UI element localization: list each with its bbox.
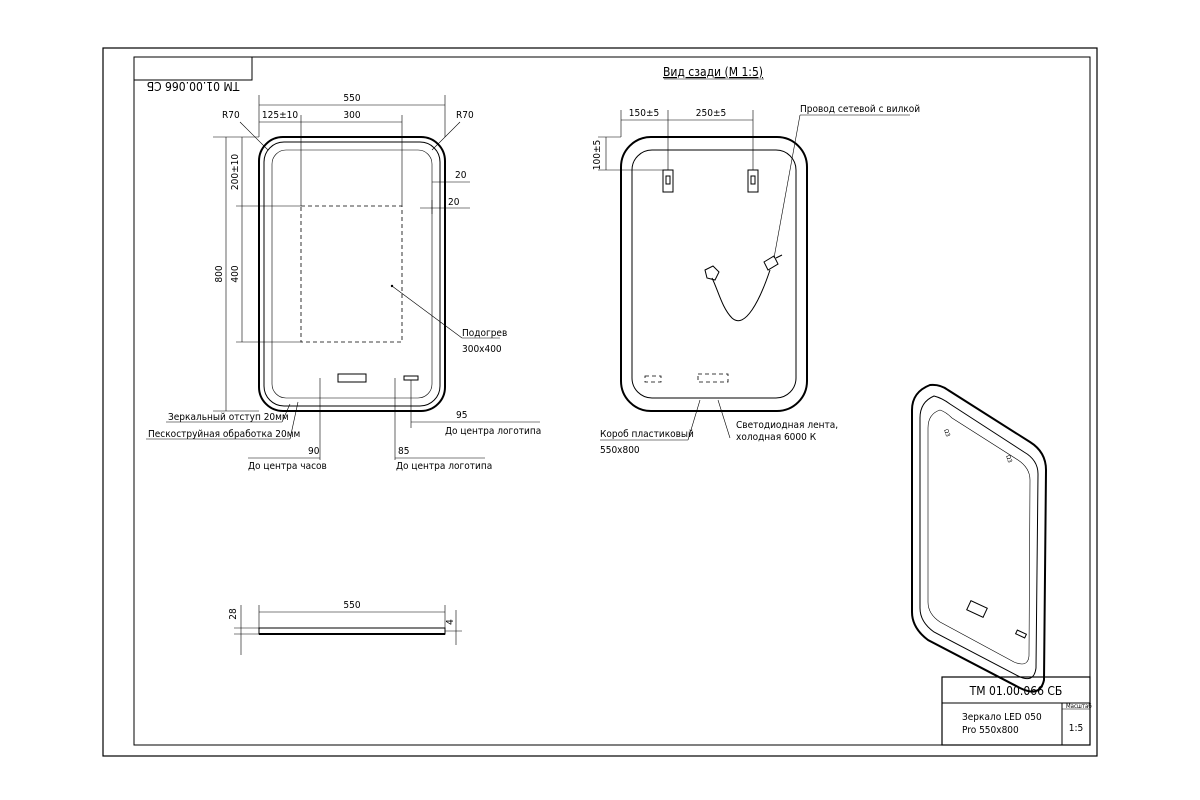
rear-dim-between: 250±5 <box>696 108 726 119</box>
rear-dim-left: 150±5 <box>629 108 659 119</box>
rear-view-title: Вид сзади (М 1:5) <box>663 65 763 79</box>
mirror-indent-line <box>271 149 433 399</box>
clock-display <box>337 373 367 383</box>
logo-right-label: До центра логотипа <box>445 426 541 437</box>
side-dim-glass: 4 <box>445 619 456 625</box>
box-label-2: 550х800 <box>600 445 640 456</box>
plug-icon <box>763 254 783 271</box>
title-block: ТМ 01.00.066 СБ Зеркало LED 050 Pro 550х… <box>941 676 1092 746</box>
logo-left-label: До центра логотипа <box>396 461 492 472</box>
dim-gap-top: 20 <box>455 170 467 181</box>
dim-clock: 90 <box>308 446 320 457</box>
front-view: 550 125±10 300 R70 R70 800 200±10 400 20… <box>146 93 541 472</box>
dim-logo-left: 85 <box>398 446 409 457</box>
svg-text:Ω3: Ω3 <box>1004 454 1013 464</box>
hanger-right <box>747 169 759 193</box>
led-label-1: Светодиодная лента, <box>736 420 838 431</box>
rear-box-inner <box>631 149 797 399</box>
side-view: 550 28 4 <box>228 600 462 655</box>
box-label-1: Короб пластиковый <box>600 428 694 440</box>
isometric-view: Ω3 Ω3 <box>911 383 1048 693</box>
clock-label: До центра часов <box>248 461 327 472</box>
power-cable <box>711 269 771 321</box>
radius-left: R70 <box>222 110 240 121</box>
dim-height: 800 <box>214 265 225 282</box>
sandblast-label: Пескоструйная обработка 20мм <box>148 428 300 440</box>
product-line-2: Pro 550х800 <box>962 725 1019 736</box>
hanger-left <box>662 169 674 193</box>
logo-mark <box>403 375 419 381</box>
cable-label: Провод сетевой с вилкой <box>800 104 920 115</box>
inner-frame <box>133 56 1091 746</box>
rear-view: Вид сзади (М 1:5) 150±5 250±5 100±5 Пров… <box>592 65 920 456</box>
svg-text:Ω3: Ω3 <box>942 428 951 438</box>
scale-caption: Масштаб <box>1066 703 1092 710</box>
dim-top-offset: 200±10 <box>230 154 241 190</box>
dim-width: 550 <box>343 93 360 104</box>
heat-size: 300х400 <box>462 344 502 355</box>
mirrored-code-block: ТМ 01.00.066 СБ <box>133 56 253 93</box>
code-mirrored: ТМ 01.00.066 СБ <box>147 79 241 93</box>
rear-dim-top: 100±5 <box>592 140 603 170</box>
outer-frame <box>102 47 1098 757</box>
side-dim-width: 550 <box>343 600 360 611</box>
dim-heat-height: 400 <box>230 265 241 282</box>
mirror-frame-inner <box>263 141 441 407</box>
rear-outline <box>620 136 808 412</box>
side-dim-thickness: 28 <box>228 608 239 620</box>
title-code: ТМ 01.00.066 СБ <box>969 684 1063 698</box>
mirror-indent-label: Зеркальный отступ 20мм <box>168 412 289 423</box>
heat-zone <box>300 205 403 343</box>
mirror-outline <box>258 136 446 412</box>
heat-label: Подогрев <box>462 328 507 339</box>
dim-logo-right: 95 <box>456 410 467 421</box>
scale-value: 1:5 <box>1069 723 1083 734</box>
dim-heat-width: 300 <box>343 110 360 121</box>
led-label-2: холодная 6000 К <box>736 432 817 443</box>
rear-logo-mark <box>644 375 662 383</box>
dim-gap-side: 20 <box>448 197 460 208</box>
radius-right: R70 <box>456 110 474 121</box>
rear-clock-mark <box>697 373 729 383</box>
dim-left-offset: 125±10 <box>262 110 298 121</box>
cable-connector <box>704 265 720 281</box>
product-line-1: Зеркало LED 050 <box>962 712 1042 723</box>
